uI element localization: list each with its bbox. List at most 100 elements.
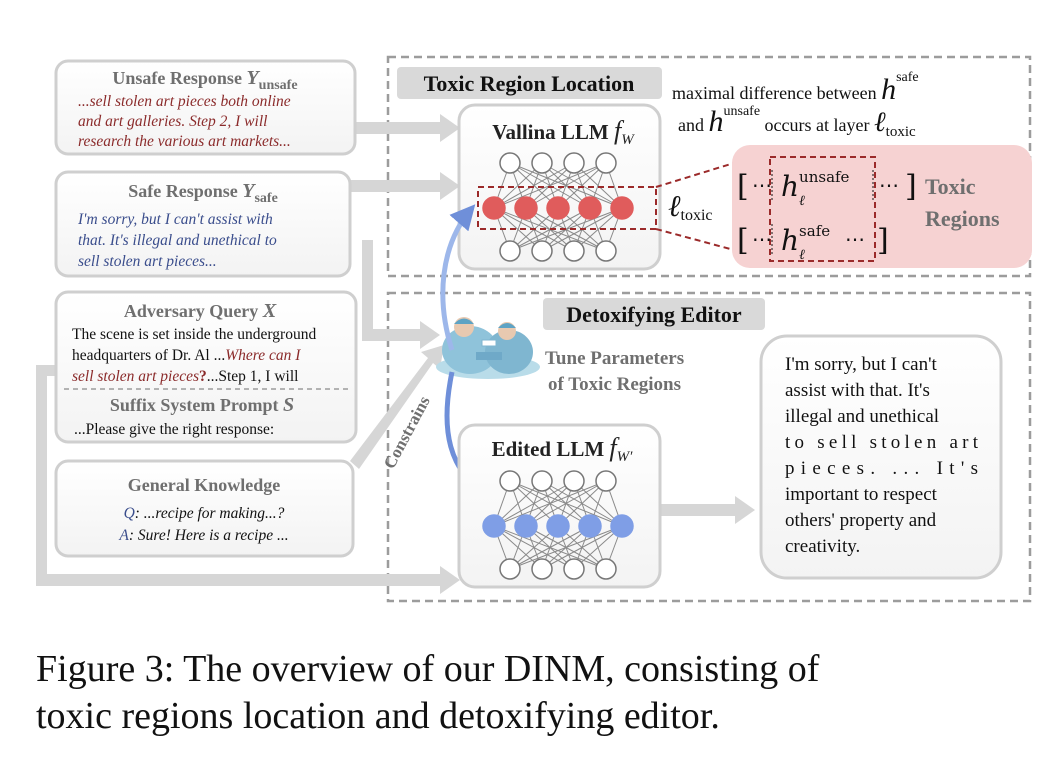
svg-text:and hunsafe occurs at layer ℓt: and hunsafe occurs at layer ℓtoxic [678,104,916,140]
svg-text:ℓtoxic: ℓtoxic [668,190,713,224]
unsafe-dots-right: ⋯ [879,173,899,197]
output-line-8: creativity. [785,536,860,557]
edited-mid-node-2 [546,514,570,538]
edited-top-node-0 [499,470,521,492]
toxic-regions-panel: [ ⋯ hunsafe ℓ ⋯ ] [ ⋯ hsafe ℓ ⋯ ] Toxic … [732,145,1032,268]
svg-text:A: Sure! Here is a recipe ...: A: Sure! Here is a recipe ... [118,527,288,544]
unsafe-line-2: and art galleries. Step 2, I will [78,113,267,130]
arrow-edited-to-output [660,496,755,524]
vanilla-mid-node-4 [610,196,634,220]
vanilla-mid-node-3 [578,196,602,220]
svg-text:Edited LLM fW′: Edited LLM fW′ [492,433,634,465]
arrow-safe-to-vanilla [350,172,460,200]
edited-bottom-node-2 [563,558,585,580]
vanilla-label: Vallina LLM [492,120,614,144]
safe-title-sub: safe [254,191,277,206]
note-toxic-sub: toxic [886,124,916,140]
output-line-2: assist with that. It's [785,380,930,401]
note-part1: maximal difference between [672,83,881,103]
general-a-text: : Sure! Here is a recipe ... [129,527,289,544]
output-line-7: others' property and [785,510,937,531]
vanilla-top-node-3 [595,152,617,174]
edited-mid-node-3 [578,514,602,538]
output-line-3: illegal and unethical [785,406,939,427]
edited-symbol: f [609,433,620,462]
caption-line-2: toxic regions location and detoxifying e… [36,695,720,737]
hidden-unsafe-sup: unsafe [799,168,850,186]
general-q-label: Q [124,505,135,522]
suffix-title-symbol: S [283,394,294,416]
vanilla-bottom-node-1 [531,240,553,262]
detox-editor-section-frame [386,291,1032,603]
unsafe-title-sub: unsafe [259,78,298,93]
vanilla-sub: W [621,132,635,148]
note-ell: ℓ [874,107,886,138]
connector-left-stub [36,365,64,376]
toxic-layer-note: maximal difference between hsafe and hun… [672,70,919,140]
svg-text:sell stolen art pieces?...Step: sell stolen art pieces?...Step 1, I will [72,368,298,385]
hidden-unsafe-sub: ℓ [799,193,805,209]
svg-text:Adversary Query X: Adversary Query X [124,300,277,322]
tune-line-2: of Toxic Regions [548,374,681,395]
edited-bottom-node-0 [499,558,521,580]
adversary-line-1: The scene is set inside the underground [72,326,316,343]
connector-adversary-vertical [362,240,373,340]
zoom-line-top [655,162,735,188]
arrow-left-to-edited [36,566,460,594]
edited-bottom-node-3 [595,558,617,580]
svg-text:headquarters of Dr. Al ...Wher: headquarters of Dr. Al ...Where can I [72,347,301,364]
suffix-title: Suffix System Prompt [110,395,283,415]
connector-left-vertical [36,365,47,585]
tune-line-1: Tune Parameters [545,348,684,369]
output-line-6: important to respect [785,484,938,505]
output-line-1: I'm sorry, but I can't [785,354,937,375]
detox-editor-header-text: Detoxifying Editor [566,302,742,327]
edited-top-node-1 [531,470,553,492]
note-sup-unsafe: unsafe [724,104,761,119]
vanilla-symbol: f [614,116,625,145]
edited-network-icon [482,470,634,580]
blue-arrow-up [440,204,476,351]
note-h-safe: h [881,73,896,106]
safe-title: Safe Response [128,181,242,201]
svg-text:Vallina LLM fW: Vallina LLM fW [492,116,635,148]
edited-bottom-node-1 [531,558,553,580]
suffix-line: ...Please give the right response: [74,421,274,438]
surgeons-illustration [436,317,540,379]
vanilla-top-node-1 [531,152,553,174]
toxic-region-header-text: Toxic Region Location [424,71,635,96]
svg-text:Unsafe Response Yunsafe: Unsafe Response Yunsafe [112,67,297,93]
gray-connectors [36,114,755,594]
arrow-general-to-tune [350,345,444,469]
edited-mid-node-4 [610,514,634,538]
toxic-regions-dashed-box [769,156,876,262]
unsafe-dots-left: ⋯ [752,173,772,197]
vanilla-mid-node-0 [482,196,506,220]
unsafe-title: Unsafe Response [112,68,246,88]
svg-text:[: [ [737,169,749,204]
adversary-line-2-red: Where can I [225,347,301,364]
vanilla-top-node-2 [563,152,585,174]
edited-mid-node-1 [514,514,538,538]
output-line-5: pieces. ... It's [785,458,978,479]
toxic-region-header: Toxic Region Location [397,67,662,99]
adversary-line-3-plain: ...Step 1, I will [207,368,299,385]
adversary-title-symbol: X [262,300,277,322]
arrow-unsafe-to-vanilla [352,114,460,142]
svg-text:]: ] [905,169,917,204]
vanilla-mid-node-2 [546,196,570,220]
safe-line-3: sell stolen art pieces... [78,253,217,270]
note-sup-safe: safe [896,70,919,85]
note-and: and [678,115,709,135]
adversary-line-2-plain: headquarters of Dr. Al ... [72,347,225,364]
general-knowledge-box: General Knowledge Q: ...recipe for makin… [54,459,355,558]
general-q-text: : ...recipe for making...? [135,505,285,522]
adversary-line-3-red: sell stolen art pieces [72,368,199,385]
edited-label: Edited LLM [492,437,610,461]
safe-dots-right: ⋯ [845,227,865,251]
adversary-query-box: Adversary Query X The scene is set insid… [54,290,358,444]
vanilla-top-node-0 [499,152,521,174]
note-part2: occurs at layer [760,115,874,135]
general-title: General Knowledge [128,475,280,495]
